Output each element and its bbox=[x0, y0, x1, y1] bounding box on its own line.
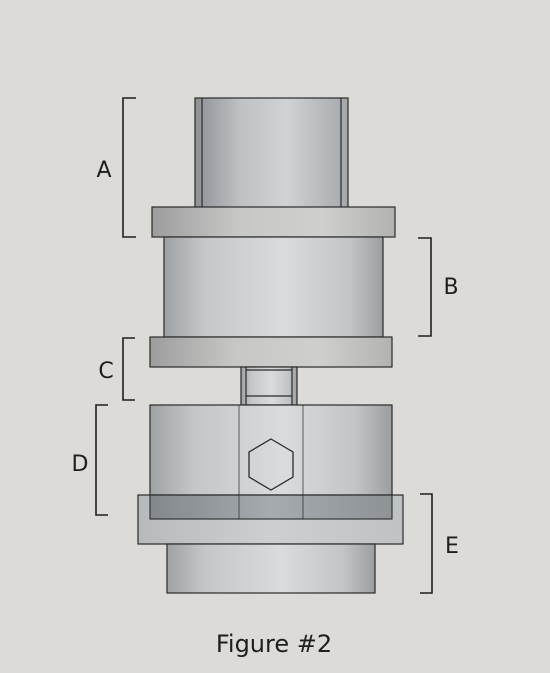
bracket-b bbox=[418, 237, 432, 337]
part-c-flange bbox=[149, 336, 393, 368]
hex-icon bbox=[248, 438, 294, 491]
part-b-body bbox=[163, 236, 384, 338]
upper-flange bbox=[151, 206, 396, 238]
part-a-tube bbox=[194, 97, 349, 209]
label-a: A bbox=[96, 158, 111, 183]
label-e: E bbox=[445, 534, 459, 559]
label-d: D bbox=[72, 452, 89, 477]
part-d-nut bbox=[149, 404, 393, 520]
label-b: B bbox=[443, 275, 458, 300]
bracket-a bbox=[122, 97, 136, 238]
bracket-c bbox=[122, 337, 135, 401]
bracket-e bbox=[420, 493, 433, 594]
bracket-d bbox=[95, 404, 108, 516]
connector-neck bbox=[240, 366, 298, 406]
label-c: C bbox=[98, 359, 113, 384]
figure-caption: Figure #2 bbox=[216, 630, 332, 658]
